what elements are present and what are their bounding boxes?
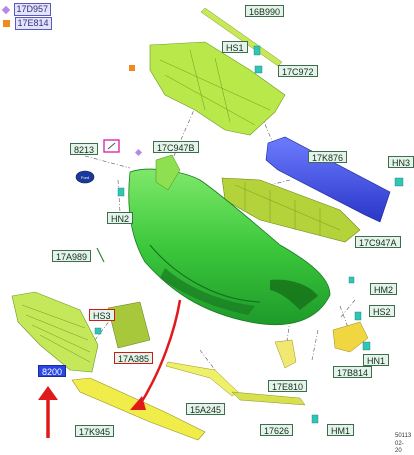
- impact-beam-part[interactable]: [265, 136, 391, 223]
- legend-item-17E814: 17E814: [3, 17, 52, 30]
- svg-text:Ford: Ford: [81, 175, 89, 180]
- callout-HN3[interactable]: HN3: [388, 156, 414, 168]
- callout-HS3[interactable]: HS3: [89, 309, 115, 321]
- reference-code-line1: 50113: [395, 433, 412, 439]
- small-bracket-part[interactable]: [274, 339, 297, 369]
- side-bracket-part[interactable]: [155, 154, 181, 191]
- legend-code: 17D957: [13, 3, 52, 16]
- callout-17626[interactable]: 17626: [260, 424, 294, 436]
- callout-17B814[interactable]: 17B814: [333, 366, 373, 378]
- square-marker-icon: [3, 20, 10, 27]
- callout-HM1[interactable]: HM1: [327, 424, 355, 436]
- callout-17E810[interactable]: 17E810: [268, 380, 308, 392]
- callout-17C947B[interactable]: 17C947B: [153, 141, 199, 153]
- legend-item-17D957: 17D957: [1, 3, 52, 16]
- fog-lamp-bracket-part[interactable]: [332, 321, 369, 353]
- callout-HM2[interactable]: HM2: [370, 283, 398, 295]
- callout-HN2[interactable]: HN2: [107, 212, 134, 224]
- callout-17K876[interactable]: 17K876: [308, 151, 348, 163]
- orange-square-marker: [129, 65, 135, 71]
- callout-17C972[interactable]: 17C972: [278, 65, 318, 77]
- callout-16B990[interactable]: 16B990: [245, 5, 285, 17]
- callout-15A245[interactable]: 15A245: [186, 403, 226, 415]
- purple-diamond-marker: [134, 148, 143, 157]
- callout-8213[interactable]: 8213: [70, 143, 99, 155]
- molding-part[interactable]: [165, 361, 239, 397]
- trim-strip-part[interactable]: [231, 391, 306, 406]
- diagram-canvas: Ford 17D957 17E814 16B990 HS1 17C972 821…: [1, 3, 414, 454]
- callout-8200[interactable]: 8200: [38, 365, 67, 377]
- callout-17A385[interactable]: 17A385: [114, 352, 154, 364]
- reference-code-line2: 02-20: [395, 441, 404, 454]
- red-curved-arrow: [136, 299, 182, 409]
- lower-grille-part[interactable]: [11, 291, 99, 373]
- clip-fasteners: [94, 45, 404, 424]
- upper-bracket-part[interactable]: [149, 41, 286, 136]
- ford-badge-part[interactable]: [75, 170, 95, 184]
- callout-17A989[interactable]: 17A989: [52, 250, 92, 262]
- callout-17K945[interactable]: 17K945: [75, 425, 115, 437]
- diamond-marker-icon: [1, 5, 11, 15]
- exploded-view-drawing: Ford: [11, 7, 404, 441]
- callout-HS1[interactable]: HS1: [222, 41, 248, 53]
- cover-plate-part[interactable]: [107, 301, 151, 349]
- callout-17C947A[interactable]: 17C947A: [355, 236, 401, 248]
- callout-HN1[interactable]: HN1: [363, 354, 390, 366]
- legend-code: 17E814: [14, 17, 52, 30]
- callout-HS2[interactable]: HS2: [369, 305, 395, 317]
